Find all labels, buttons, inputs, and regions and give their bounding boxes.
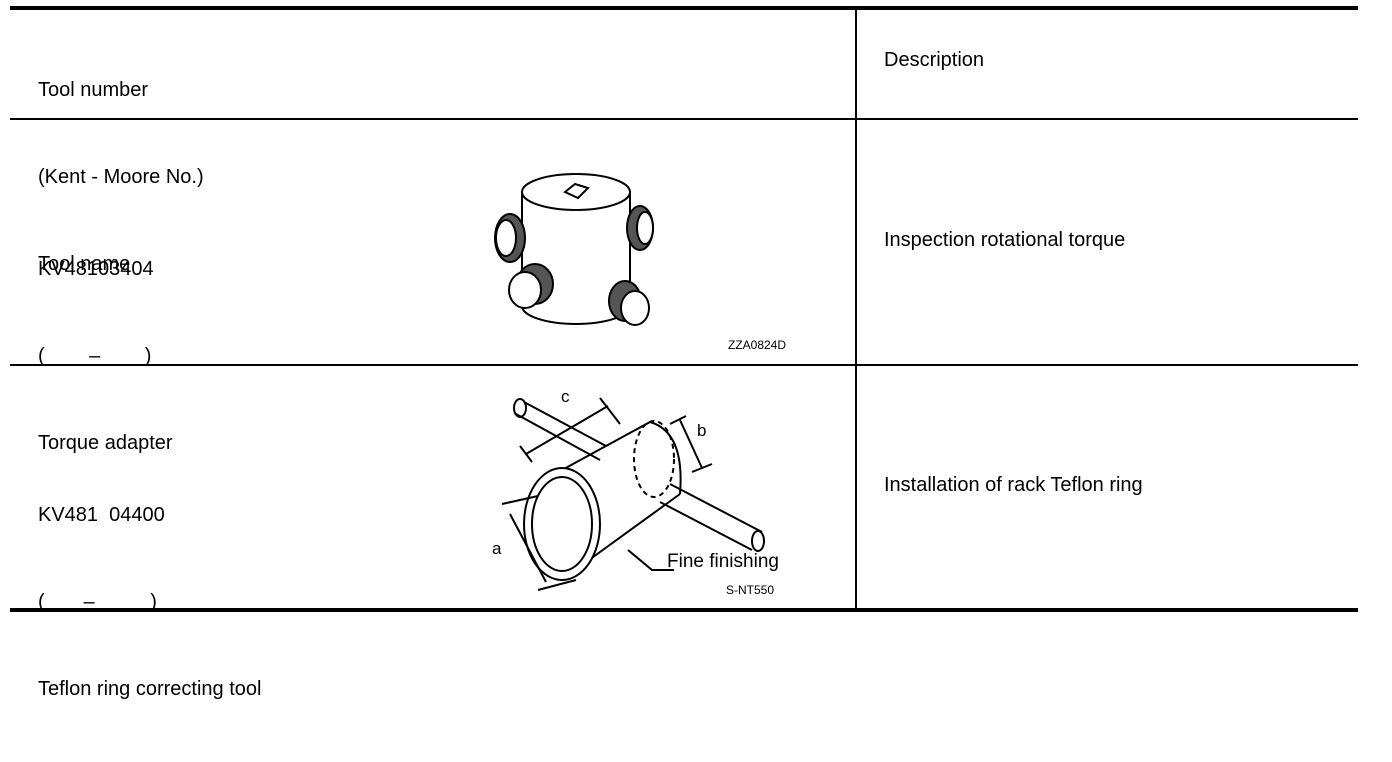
row2-tool-name: Teflon ring correcting tool [38,678,262,700]
column-divider [855,6,857,612]
row1-tool-number: KV48103404 [38,258,154,280]
torque-adapter-illustration [494,173,654,326]
fine-finishing-label: Fine finishing [667,551,779,572]
teflon-ring-tool-illustration [501,397,765,591]
row2-tool-cell: KV481 04400 ( – ) Teflon ring correcting… [38,443,261,762]
dim-label-c: c [561,387,570,406]
row1-kent-moore: ( – ) [38,345,152,367]
row1-description: Inspection rotational torque [884,229,1126,251]
row2-kent-moore: ( – ) [38,591,157,613]
header-tool-number: Tool number [38,79,149,101]
header-kent-moore: (Kent - Moore No.) [38,166,204,188]
row1-figure-code: ZZA0824D [728,338,787,352]
header-description: Description [884,49,985,71]
table-top-rule [10,6,1358,10]
dim-label-a: a [492,539,502,558]
header-divider [10,118,1358,120]
table-bottom-rule [10,608,1358,612]
row2-figure-code: S-NT550 [726,583,775,597]
row-divider [10,364,1358,366]
row2-tool-number: KV481 04400 [38,504,165,526]
row1-tool-name: Torque adapter [38,432,173,454]
row1-tool-cell: KV48103404 ( – ) Torque adapter [38,197,173,516]
row2-description: Installation of rack Teflon ring [884,474,1143,496]
header-tool-name: Tool name [38,253,131,275]
header-tool-cell: Tool number (Kent - Moore No.) Tool name [38,18,204,337]
dim-label-b: b [697,421,707,440]
